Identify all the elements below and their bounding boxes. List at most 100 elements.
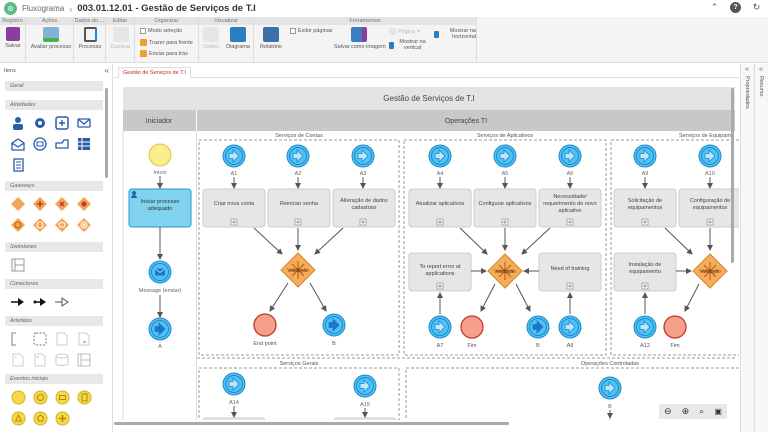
data-dropdown-button[interactable]: Dados (203, 27, 219, 50)
exclusive-gateway-icon[interactable] (10, 196, 26, 212)
message-task-icon[interactable] (32, 136, 48, 152)
task-report-error[interactable] (408, 252, 472, 292)
task-atualizar-aplicativos[interactable] (408, 188, 472, 228)
section-header-geral[interactable]: Geral (5, 81, 103, 91)
annotation-icon[interactable] (10, 331, 26, 347)
zoom-out-icon[interactable]: ⊖ (664, 406, 672, 416)
selection-mode-checkbox[interactable]: Modo seleção (140, 28, 182, 34)
task-novo-aplicativo[interactable] (538, 188, 602, 228)
process-button[interactable]: Processo (77, 27, 103, 50)
link-event-a14[interactable] (222, 372, 246, 396)
link-event-a1[interactable] (222, 144, 246, 168)
link-event-a12[interactable] (633, 315, 657, 339)
timer-start-event-icon[interactable] (32, 389, 48, 405)
gateway-partial[interactable] (602, 419, 618, 420)
duplicate-button[interactable]: Duplicar (109, 27, 132, 50)
bring-to-front-button[interactable]: Trazer para frente (140, 39, 193, 46)
receive-task-icon[interactable] (10, 136, 26, 152)
section-header-swimlanes[interactable]: Swimlanes (5, 242, 103, 252)
flow[interactable] (459, 227, 488, 255)
group-icon[interactable] (32, 331, 48, 347)
data-output-icon[interactable] (32, 352, 48, 368)
link-event-a7[interactable] (428, 315, 452, 339)
task-need-training[interactable] (538, 252, 602, 292)
complex-gateway-icon[interactable] (32, 217, 48, 233)
swimlane-icon[interactable] (10, 257, 26, 273)
xor-gateway-icon[interactable] (54, 196, 70, 212)
section-header-eventos-iniciais[interactable]: Eventos iniciais (5, 374, 103, 384)
flow[interactable] (309, 282, 327, 312)
event-gateway-icon[interactable] (10, 217, 26, 233)
task-partial[interactable] (202, 417, 266, 420)
task-configurar-aplicativos[interactable] (473, 188, 537, 228)
link-event-b[interactable] (526, 315, 550, 339)
evaluate-process-button[interactable]: Avaliar processo (29, 27, 73, 50)
collapse-up-icon[interactable]: ⌃ (710, 2, 719, 12)
lane-header-iniciador[interactable] (123, 110, 196, 131)
task-solicitacao-equipamentos[interactable] (613, 188, 677, 228)
conditional-start-event-icon[interactable] (76, 389, 92, 405)
help-icon[interactable]: ? (730, 2, 741, 13)
section-header-gateways[interactable]: Gateways (5, 181, 103, 191)
multiple-start-event-icon[interactable] (32, 410, 48, 426)
flow[interactable] (253, 227, 283, 255)
task-criar-nova-conta[interactable] (202, 188, 266, 228)
event-based-gateway-icon[interactable] (54, 217, 70, 233)
end-event-fim[interactable] (663, 315, 687, 339)
task-configuracao-equipamentos[interactable] (678, 188, 739, 228)
user-task-icon[interactable] (10, 115, 26, 131)
lane-header-operacoes[interactable] (197, 110, 735, 131)
diagram-canvas[interactable]: Gestão de Serviços de T.I Iniciador Oper… (114, 78, 739, 420)
page-dropdown[interactable]: Página ▾ (389, 28, 420, 35)
group-servicos-equipamentos[interactable] (610, 139, 739, 356)
section-header-artefatos[interactable]: Artefatos (5, 316, 103, 326)
task-partial[interactable] (333, 417, 397, 420)
task-instalacao-equipamento[interactable] (613, 252, 677, 292)
start-event[interactable] (148, 143, 172, 167)
section-header-atividades[interactable]: Atividades (5, 100, 103, 110)
zoom-in-icon[interactable]: ⊕ (681, 406, 690, 416)
expand-properties-button[interactable]: « (745, 66, 749, 73)
flow[interactable] (314, 227, 344, 255)
service-task-icon[interactable] (32, 115, 48, 131)
subprocess-icon[interactable] (54, 115, 70, 131)
properties-panel[interactable]: « Propriedades (740, 64, 753, 432)
link-event-a[interactable] (148, 317, 172, 341)
link-event-a3[interactable] (351, 144, 375, 168)
save-as-image-button[interactable]: Salvar como imagem (334, 27, 386, 50)
show-vertical-button[interactable]: Mostrar na vertical (389, 39, 429, 51)
data-object-collection-icon[interactable] (76, 331, 92, 347)
refresh-icon[interactable]: ↻ (752, 2, 761, 12)
expand-summary-button[interactable]: « (759, 66, 763, 73)
data-input-icon[interactable] (10, 352, 26, 368)
report-button[interactable]: Relatório (258, 27, 284, 50)
conditional-flow-icon[interactable] (32, 294, 48, 310)
parallel-event-gateway-icon[interactable] (76, 217, 92, 233)
summary-panel[interactable]: « Resumo (754, 64, 767, 432)
start-event-icon[interactable] (10, 389, 26, 405)
link-event-a2[interactable] (286, 144, 310, 168)
diagram-dropdown-button[interactable]: Diagrama (225, 27, 251, 50)
flow[interactable] (521, 227, 551, 255)
parallel-start-event-icon[interactable] (54, 410, 70, 426)
link-event-a6[interactable] (558, 144, 582, 168)
flow[interactable] (664, 227, 693, 255)
end-event-end-point[interactable] (253, 313, 277, 337)
script-task-icon[interactable] (10, 157, 26, 173)
collapse-left-panel-button[interactable]: « (104, 66, 109, 75)
tab-gestao-servicos[interactable]: Gestão de Serviços de T.I (118, 67, 191, 78)
group-operacoes-controladas[interactable] (405, 367, 739, 420)
sequence-flow-icon[interactable] (10, 294, 26, 310)
pool-header[interactable] (123, 87, 735, 110)
link-event-a10[interactable] (698, 144, 722, 168)
link-event-a8[interactable] (558, 315, 582, 339)
save-button[interactable]: Salvar (3, 27, 23, 49)
business-rule-task-icon[interactable] (76, 136, 92, 152)
task-reiniciar-senha[interactable] (267, 188, 331, 228)
data-store-icon[interactable] (54, 352, 70, 368)
canvas-vertical-scrollbar[interactable] (731, 88, 734, 263)
show-pages-checkbox[interactable]: Exibir páginas (290, 28, 333, 34)
export-icon[interactable]: ▣ (714, 407, 722, 416)
flow[interactable] (480, 283, 496, 312)
link-event-b[interactable] (598, 376, 622, 400)
